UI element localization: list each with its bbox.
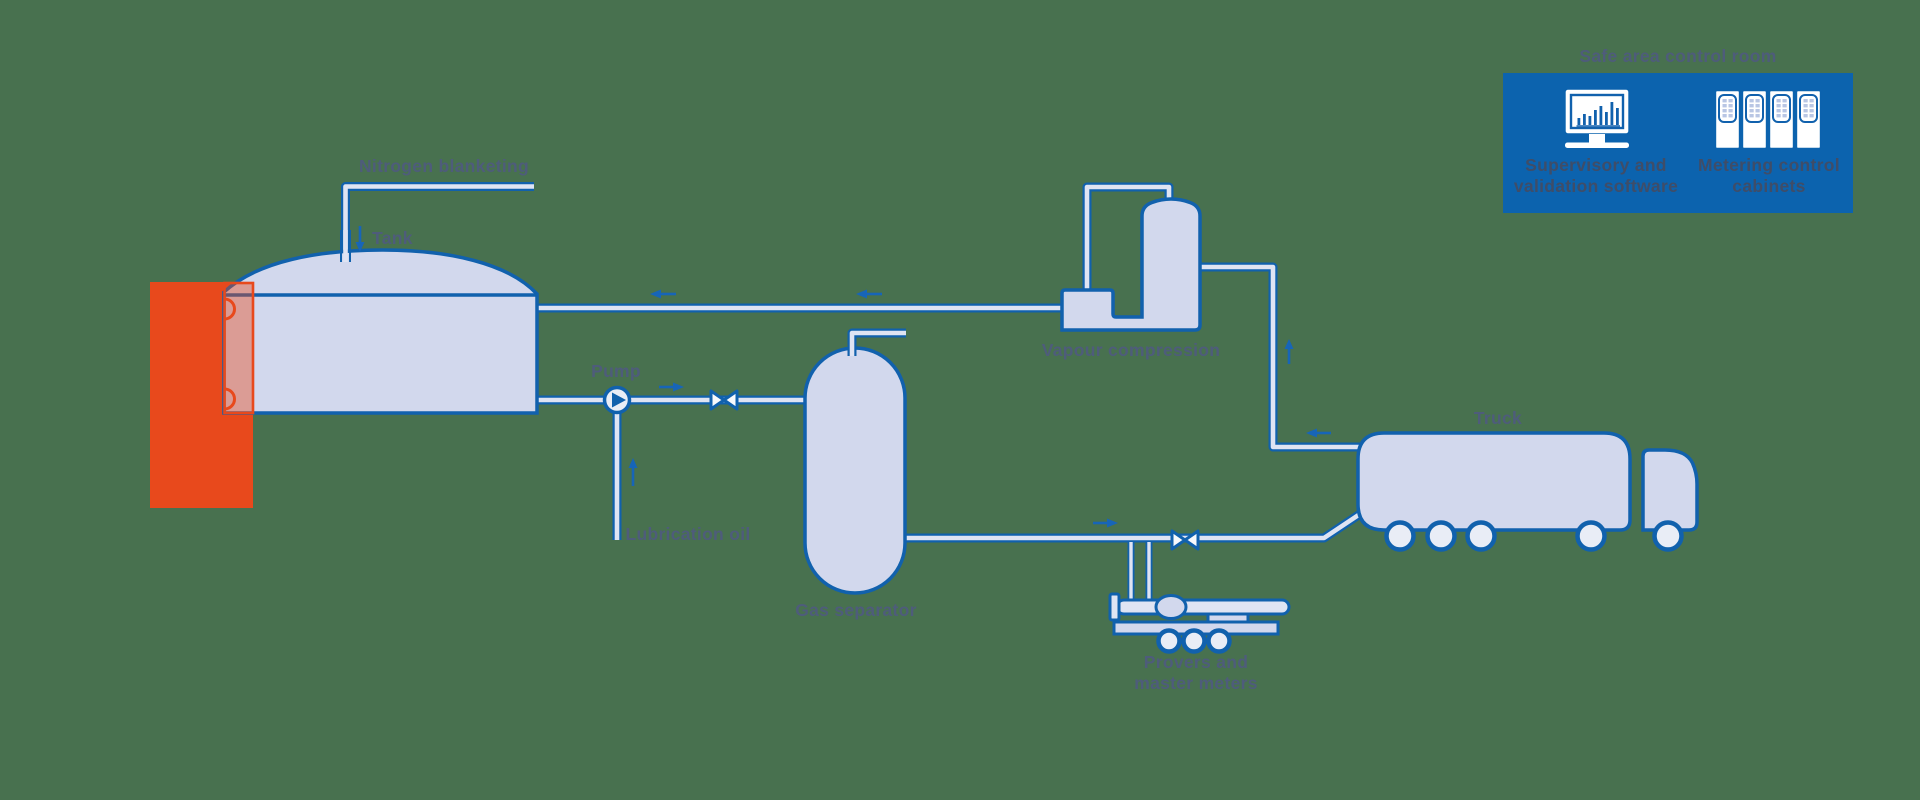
svg-text:Supervisory and: Supervisory and: [1525, 155, 1667, 175]
svg-text:Provers and: Provers and: [1144, 652, 1248, 672]
provers-label: Provers and master meters: [1134, 652, 1258, 693]
truck-wheel: [1465, 520, 1497, 552]
pump-label: Pump: [591, 361, 641, 381]
flow-arrow-up-icon: [628, 458, 638, 486]
tank-body: [222, 248, 539, 415]
loading-line: [900, 508, 1366, 543]
control-room-box: [1503, 73, 1853, 213]
hazardous-zone-overlay: [223, 281, 255, 415]
svg-text:master meters: master meters: [1134, 673, 1258, 693]
vapour-compression-label: Vapour compression: [1042, 340, 1221, 360]
svg-text:cabinets: cabinets: [1732, 176, 1805, 196]
gas-separator-vessel: [803, 328, 907, 595]
flow-arrow-right-icon: [659, 382, 684, 392]
prover-wheel: [1206, 628, 1232, 654]
lubrication-oil-label: Lubrication oil: [625, 524, 750, 544]
flow-arrows: [355, 226, 1331, 528]
monitor-icon: [1564, 88, 1630, 148]
truck-cab: [1641, 448, 1699, 532]
prover-wheel: [1181, 628, 1207, 654]
master-meter: [1154, 594, 1188, 620]
flow-arrow-left-icon: [856, 289, 882, 299]
supervisory-software-label: Supervisory and validation software: [1514, 155, 1678, 196]
metering-cabinets-label: Metering control cabinets: [1698, 155, 1840, 196]
prover-skid: [1108, 592, 1291, 654]
prover-tube: [1115, 598, 1291, 616]
prover-end-flange: [1108, 592, 1121, 622]
pump-icon: [602, 385, 632, 415]
vapour-return-line: [1196, 262, 1362, 452]
control-room-panel: Safe area control room: [1503, 46, 1853, 213]
tank-label: Tank: [372, 228, 413, 248]
truck-wheel: [1384, 520, 1416, 552]
flow-arrow-left-icon: [650, 289, 676, 299]
vapour-compression-unit: [1060, 197, 1202, 332]
prover-wheel: [1156, 628, 1182, 654]
nitrogen-blanketing-label: Nitrogen blanketing: [359, 156, 529, 176]
truck-wheel: [1575, 520, 1607, 552]
tank-nozzle-notch: [224, 297, 236, 321]
flow-arrow-up-icon: [1284, 339, 1294, 364]
flow-arrow-down-icon: [355, 226, 365, 252]
truck-trailer: [1356, 431, 1632, 532]
svg-text:validation software: validation software: [1514, 176, 1678, 196]
flow-arrow-left-icon: [1306, 428, 1331, 438]
truck: [1356, 431, 1699, 552]
tank-nozzle-notch: [224, 387, 236, 411]
pipe-network: [341, 182, 1366, 606]
gas-separator-label: Gas separator: [795, 600, 917, 620]
valve-icon: [1170, 529, 1200, 551]
valve-icon: [709, 389, 739, 411]
truck-wheel: [1425, 520, 1457, 552]
truck-label: Truck: [1474, 408, 1522, 428]
control-room-title: Safe area control room: [1579, 46, 1776, 66]
svg-text:Metering control: Metering control: [1698, 155, 1840, 175]
truck-wheel: [1652, 520, 1684, 552]
flow-arrow-right-icon: [1093, 518, 1118, 528]
tank-vessel: [222, 248, 539, 415]
